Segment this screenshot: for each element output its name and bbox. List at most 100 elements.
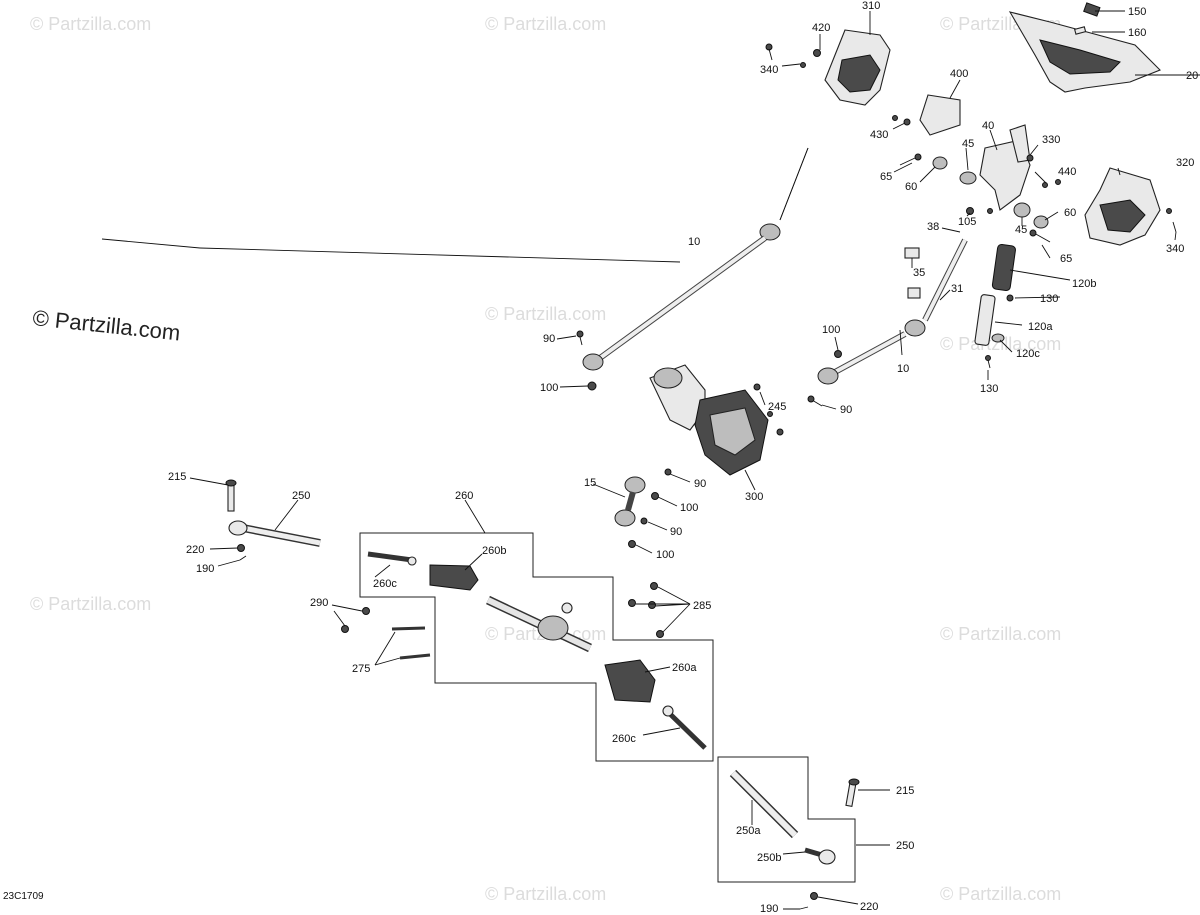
tie-rod-group-outline — [717, 756, 856, 883]
watermark: © Partzilla.com — [30, 594, 151, 614]
pin-190-right[interactable] — [799, 906, 809, 910]
watermark: © Partzilla.com — [30, 14, 151, 34]
nut-290[interactable] — [341, 607, 370, 633]
label-250a: 250a — [736, 825, 761, 837]
nut-100b[interactable] — [834, 350, 842, 358]
label-190: 190 — [196, 563, 214, 575]
nut-285[interactable] — [628, 582, 664, 638]
nut-100d[interactable] — [628, 540, 636, 548]
watermark: © Partzilla.com — [940, 884, 1061, 904]
screw-245[interactable] — [753, 383, 784, 436]
label-100d: 100 — [656, 549, 674, 561]
lower-cover-320[interactable] — [1084, 167, 1161, 246]
label-120c: 120c — [1016, 348, 1040, 360]
bolt-90d[interactable] — [640, 517, 648, 525]
screw-160[interactable] — [1073, 26, 1087, 35]
steering-bezel-20[interactable] — [1008, 11, 1161, 93]
label-430: 430 — [870, 129, 888, 141]
watermark: © Partzilla.com — [485, 884, 606, 904]
upper-cover-310[interactable] — [824, 29, 891, 106]
nut-100a[interactable] — [587, 381, 597, 391]
watermark: © Partzilla.com — [485, 14, 606, 34]
boot-260a[interactable] — [604, 659, 656, 703]
label-260: 260 — [455, 490, 473, 502]
screw-340-top[interactable] — [765, 43, 773, 61]
label-400: 400 — [950, 68, 968, 80]
screw-330[interactable] — [1026, 154, 1034, 162]
part-labels: 310 150 420 160 340 20 400 430 40 45 330… — [168, 0, 1198, 915]
label-31: 31 — [951, 283, 963, 295]
label-60b: 60 — [1064, 207, 1076, 219]
label-130b: 130 — [980, 383, 998, 395]
bolt-90a[interactable] — [576, 330, 584, 346]
bolt-275[interactable] — [391, 626, 431, 660]
nut-100c[interactable] — [651, 492, 659, 500]
clip-150[interactable] — [1083, 2, 1101, 17]
tie-rod-250-left[interactable] — [228, 520, 321, 547]
bolt-215-left[interactable] — [225, 479, 237, 512]
label-250: 250 — [292, 490, 310, 502]
tie-rod-end-260c-right[interactable] — [662, 705, 707, 750]
label-15: 15 — [584, 477, 596, 489]
bolt-215-right[interactable] — [845, 778, 860, 807]
label-90: 90 — [543, 333, 555, 345]
bushing-60[interactable] — [932, 156, 948, 170]
screw-340-right[interactable] — [1166, 208, 1177, 233]
watermark: © Partzilla.com — [940, 624, 1061, 644]
bolt-90b[interactable] — [807, 395, 823, 407]
power-steering-unit-300[interactable] — [649, 364, 769, 476]
nut-220-left[interactable] — [237, 544, 245, 552]
tie-rod-250a[interactable] — [729, 769, 799, 839]
boot-120b[interactable] — [991, 243, 1016, 292]
bolt-340[interactable] — [800, 62, 806, 68]
watermarks: © Partzilla.com © Partzilla.com © Partzi… — [30, 14, 1061, 904]
label-120a: 120a — [1028, 321, 1053, 333]
bracket-400[interactable] — [919, 94, 961, 136]
steering-shaft-10[interactable] — [582, 147, 809, 371]
bushing-45b[interactable] — [1013, 202, 1031, 218]
bolt-65b[interactable] — [1029, 229, 1051, 243]
screw-105b[interactable] — [987, 208, 993, 214]
label-420: 420 — [812, 22, 830, 34]
tie-rod-end-260c-left[interactable] — [367, 551, 417, 566]
label-100c: 100 — [680, 502, 698, 514]
steering-rack-260[interactable] — [486, 595, 592, 653]
nut-105[interactable] — [966, 207, 974, 215]
screw-430[interactable] — [892, 115, 911, 126]
label-320: 320 — [1176, 157, 1194, 169]
bushing-120c[interactable] — [991, 333, 1005, 343]
shock-120a[interactable] — [974, 294, 996, 346]
nut-220-right[interactable] — [810, 892, 818, 900]
label-300: 300 — [745, 491, 763, 503]
label-215: 215 — [168, 471, 186, 483]
label-340b: 340 — [1166, 243, 1184, 255]
bolt-65[interactable] — [899, 153, 922, 166]
bushing-45[interactable] — [959, 171, 977, 185]
u-joint-15[interactable] — [614, 476, 646, 527]
label-105: 105 — [958, 216, 976, 228]
boot-260b[interactable] — [429, 564, 479, 591]
bolt-130a[interactable] — [1006, 294, 1014, 302]
label-285: 285 — [693, 600, 711, 612]
screw-420[interactable] — [813, 49, 821, 57]
label-250b-group: 250 — [896, 840, 914, 852]
label-45: 45 — [962, 138, 974, 150]
label-20: 20 — [1186, 70, 1198, 82]
label-150: 150 — [1128, 6, 1146, 18]
tie-rod-end-250b[interactable] — [804, 847, 836, 865]
label-65b: 65 — [1060, 253, 1072, 265]
screw-440[interactable] — [1042, 179, 1061, 188]
bushing-60b[interactable] — [1033, 215, 1049, 229]
label-330: 330 — [1042, 134, 1060, 146]
intermediate-shaft-10b[interactable] — [817, 238, 968, 385]
column-support-40[interactable] — [979, 124, 1031, 211]
label-90b: 90 — [840, 404, 852, 416]
bolt-90c[interactable] — [664, 468, 672, 476]
label-100: 100 — [822, 324, 840, 336]
label-340: 340 — [760, 64, 778, 76]
label-260c-right: 260c — [612, 733, 636, 745]
pin-190-left[interactable] — [239, 555, 247, 561]
label-40: 40 — [982, 120, 994, 132]
bolt-130b[interactable] — [985, 355, 991, 369]
